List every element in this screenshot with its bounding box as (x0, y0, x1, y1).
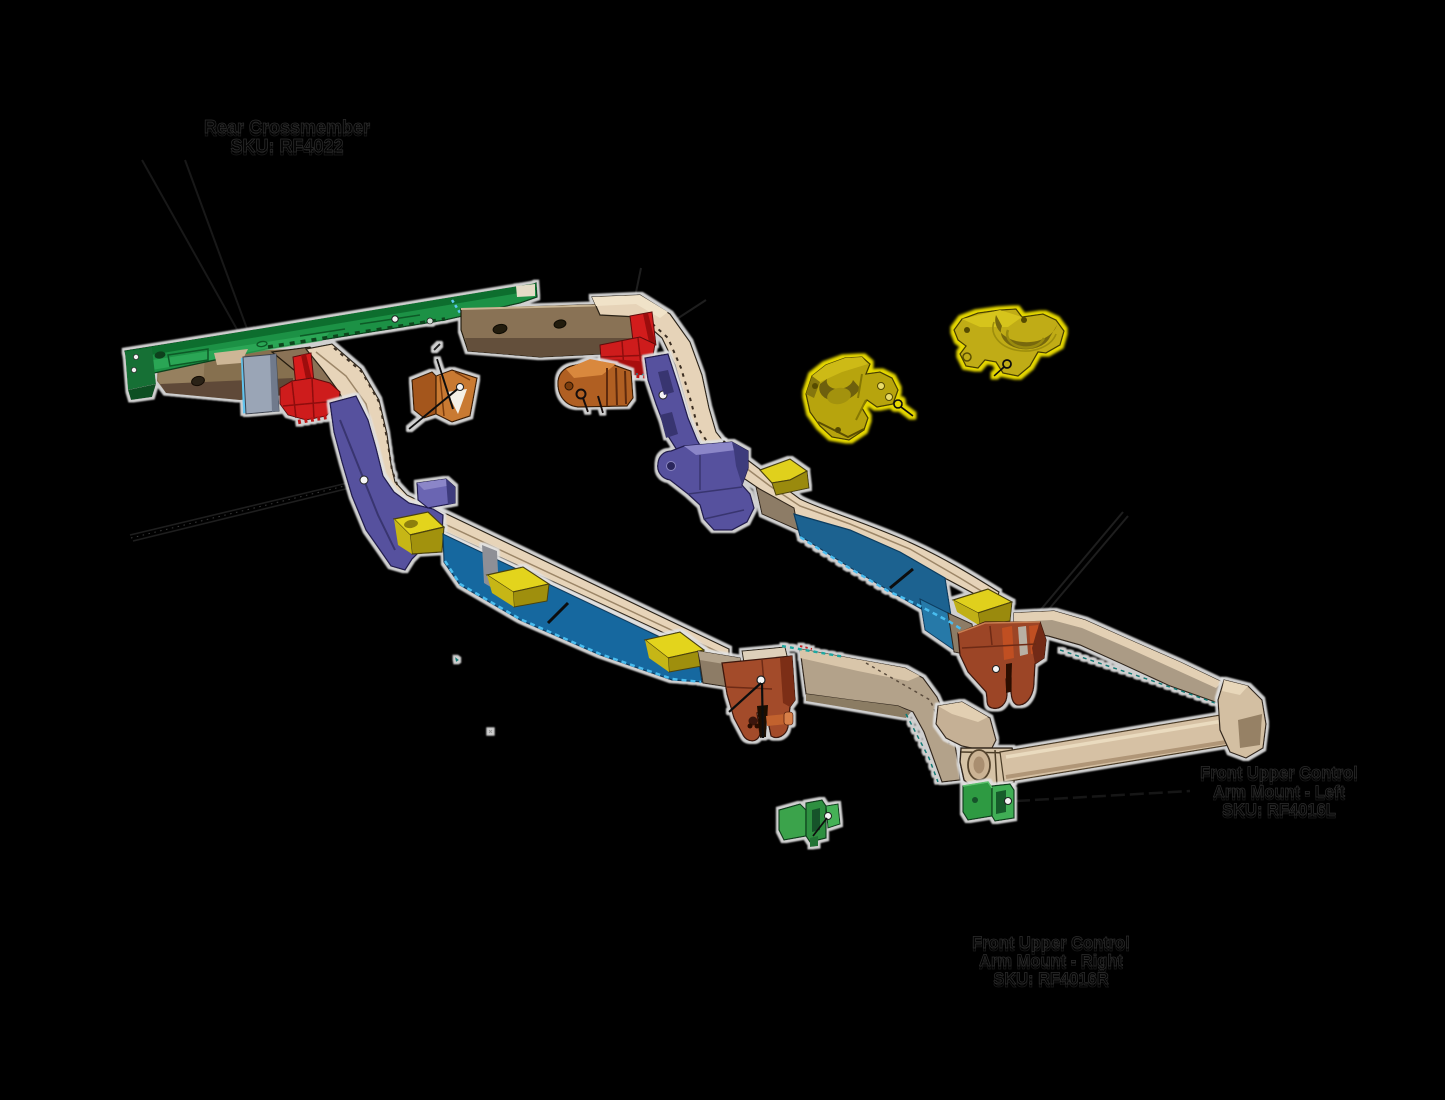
svg-text:Arm Mount - Left: Arm Mount - Left (1213, 783, 1345, 801)
svg-text:Front Upper Control: Front Upper Control (972, 937, 1130, 955)
svg-text:SKU: RF4016R: SKU: RF4016R (993, 973, 1109, 991)
svg-text:SKU: RF4022: SKU: RF4022 (230, 139, 343, 159)
svg-text:Front Upper Control: Front Upper Control (972, 934, 1130, 952)
svg-text:SKU: RF4016R: SKU: RF4016R (993, 970, 1109, 988)
svg-text:Rear Crossmember: Rear Crossmember (204, 117, 370, 137)
svg-text:Arm Mount - Right: Arm Mount - Right (979, 952, 1123, 970)
svg-text:Arm Mount - Left: Arm Mount - Left (1213, 786, 1345, 804)
svg-text:Front Upper Control: Front Upper Control (1200, 764, 1358, 782)
svg-text:SKU: RF4022: SKU: RF4022 (230, 136, 343, 156)
svg-text:SKU: RF4016L: SKU: RF4016L (1222, 801, 1336, 819)
svg-text:Front Upper Control: Front Upper Control (1200, 767, 1358, 785)
svg-text:SKU: RF4016L: SKU: RF4016L (1222, 804, 1336, 822)
svg-text:Arm Mount - Right: Arm Mount - Right (979, 955, 1123, 973)
svg-text:Rear Crossmember: Rear Crossmember (204, 120, 370, 140)
